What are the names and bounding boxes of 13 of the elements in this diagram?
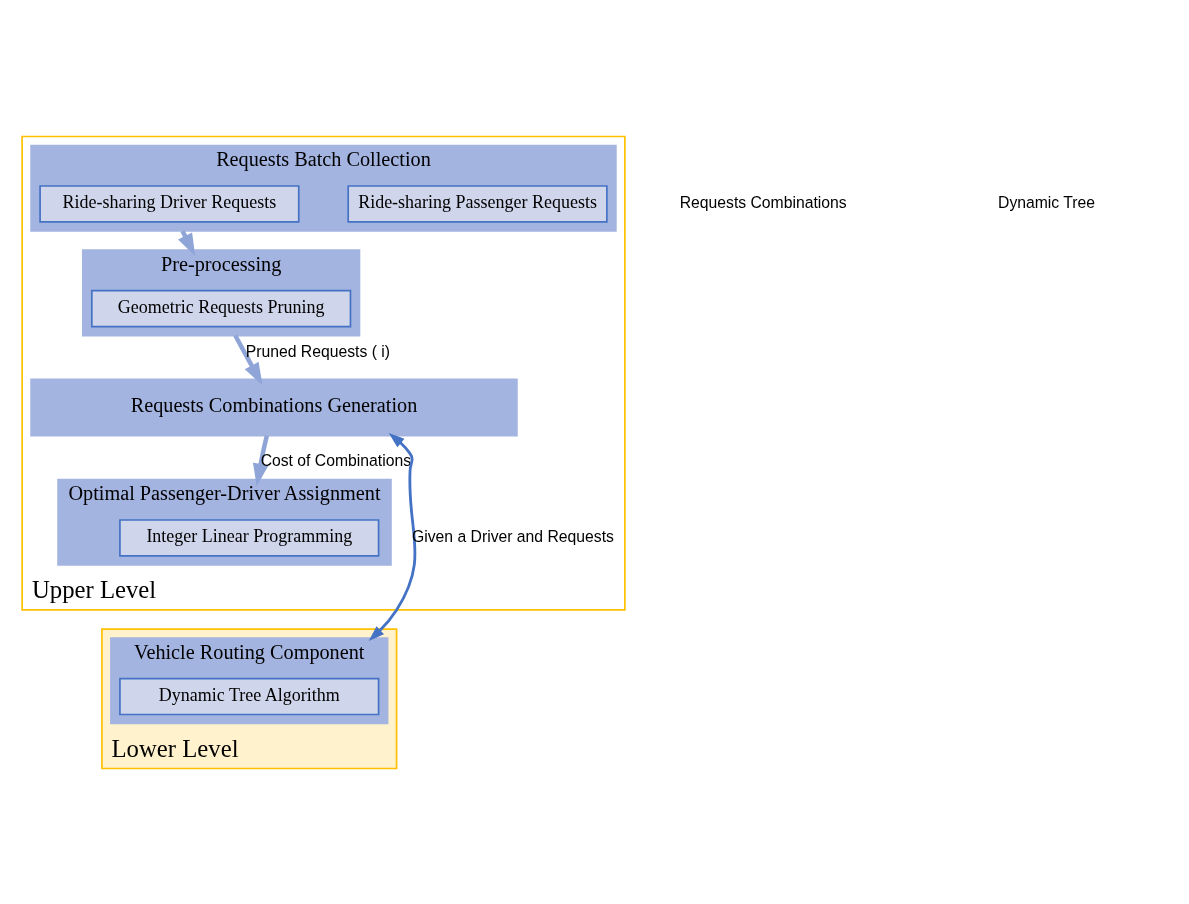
node-box: Requests Combinations Generation [30,378,518,436]
node-box: Ride-sharing Passenger Requests [347,184,608,223]
node-box: Integer Linear Programming [119,518,380,557]
edge-label: Cost of Combinations [260,451,412,469]
label: Requests Combinations [679,193,847,211]
arrow [233,333,263,385]
node-box: Dynamic Tree Algorithm [119,677,380,715]
edge-label: Pruned Requests ( i) [245,342,391,360]
arrow [368,432,417,641]
label: Dynamic Tree [998,193,1096,211]
arrow [252,434,270,486]
node-box: Ride-sharing Driver Requests [39,184,300,223]
node-box: Geometric Requests Pruning [90,289,352,327]
